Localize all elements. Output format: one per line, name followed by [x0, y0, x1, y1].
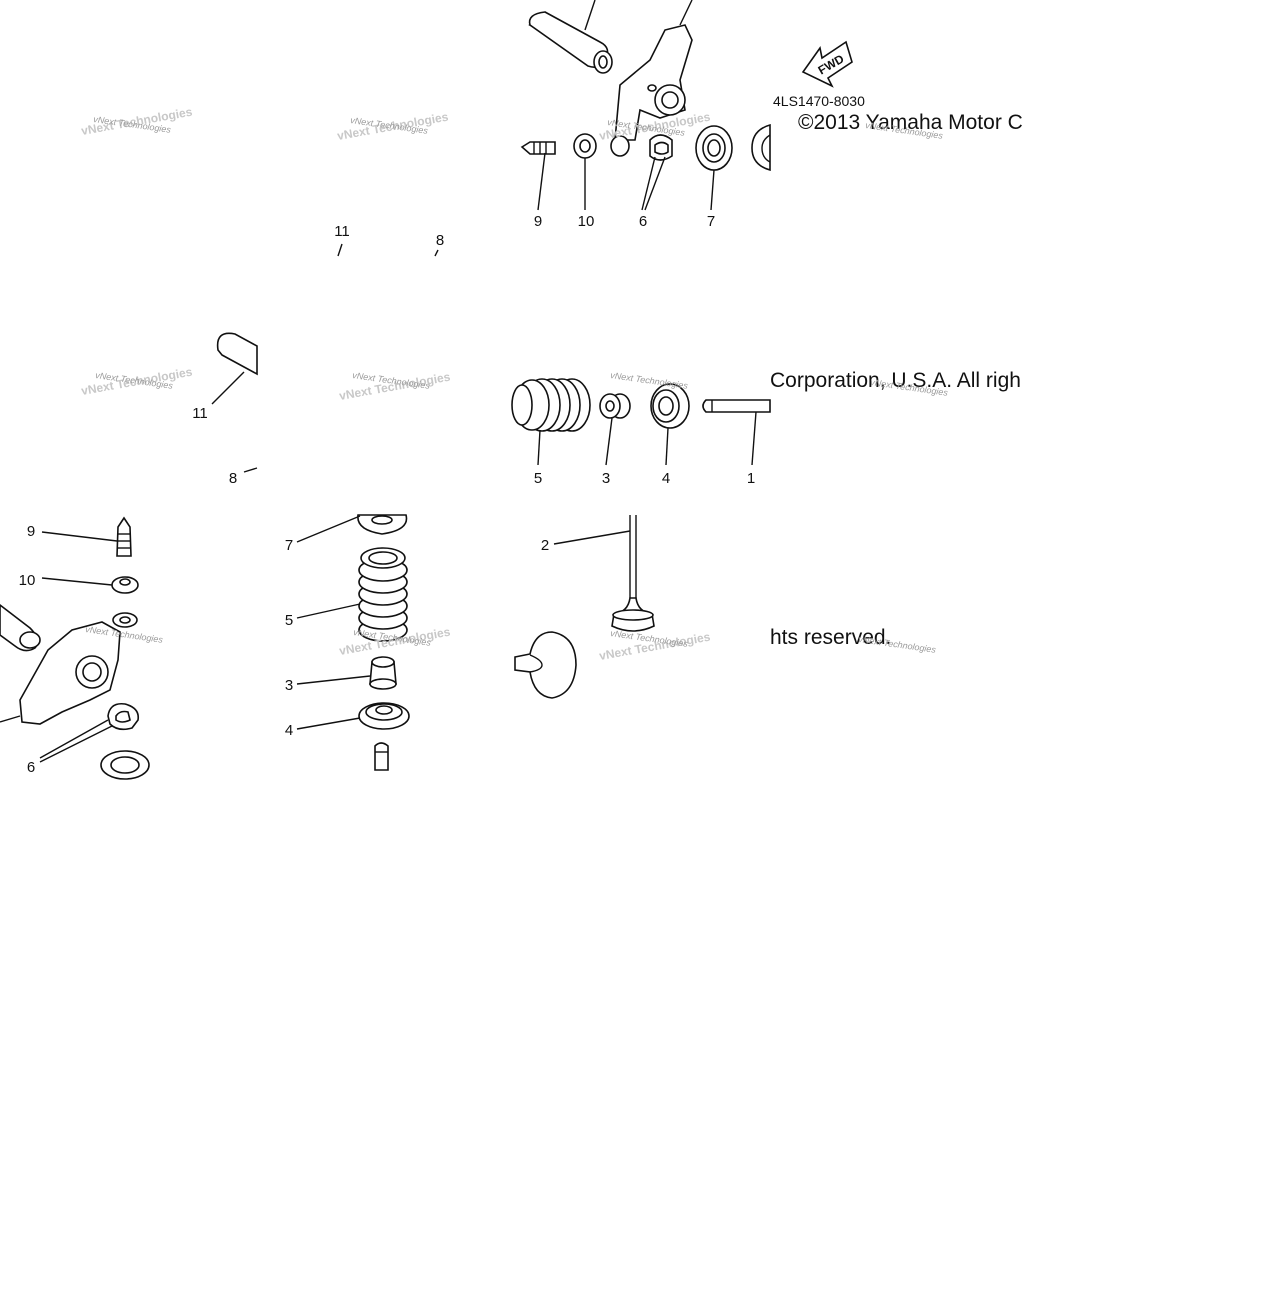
callout-label: 11	[192, 405, 208, 422]
watermark-text: vNext Technologies	[610, 370, 689, 391]
valve-retainer-part	[100, 750, 150, 780]
valve-cotter-part	[649, 134, 673, 161]
callout-label: 11	[334, 223, 350, 240]
tile-top-right: 9 10 6 7	[520, 0, 771, 230]
rocker-arm-part	[614, 0, 693, 141]
copyright-clip-2: Corporation, U.S.A. All righ	[770, 369, 1021, 392]
callout-label: 7	[707, 213, 715, 230]
valve-retainer-part	[357, 514, 408, 535]
rocker-shaft-part	[216, 332, 258, 376]
adjuster-screw-part	[116, 516, 132, 557]
tile-bottom-mid: 7 5 3 4	[285, 514, 410, 771]
spring-seat-part	[650, 383, 690, 429]
valve-stem-seal-part	[369, 656, 397, 690]
adjuster-screw-part	[520, 141, 556, 155]
tile-mid-left: 11 8	[192, 332, 258, 487]
rocker-arm-part	[19, 612, 138, 725]
callout-label: 1	[747, 470, 755, 487]
callout-label: 10	[19, 572, 36, 589]
callout-label: 9	[27, 523, 35, 540]
callout-label: 3	[285, 677, 293, 694]
callout-label: 10	[578, 213, 595, 230]
copyright-text: Corporation, U.S.A. All righ	[770, 369, 1021, 392]
callout-label: 8	[229, 470, 237, 487]
callout-label: 4	[662, 470, 670, 487]
callout-label: 2	[541, 537, 549, 554]
callout-label: 7	[285, 537, 293, 554]
valve-spring-part	[358, 547, 408, 642]
diagram-code: 4LS1470-8030	[773, 93, 865, 109]
valve-head-part	[514, 631, 577, 699]
valve-cotter-part	[107, 702, 140, 731]
tile-mid-right: 5 3 4 1	[511, 378, 771, 487]
copyright-text: hts reserved.	[770, 626, 891, 649]
callout-label: 5	[534, 470, 542, 487]
watermark-text: vNext Technologies	[858, 634, 937, 655]
callout-label: 4	[285, 722, 293, 739]
valve-retainer-part	[695, 125, 733, 171]
rocker-shaft-part	[528, 0, 613, 74]
callout-label: 3	[602, 470, 610, 487]
tile-top-mid: 11 8	[334, 223, 444, 257]
callout-label: 6	[639, 213, 647, 230]
copyright-text: ©2013 Yamaha Motor C	[798, 111, 1023, 134]
valve-stem-part	[374, 742, 389, 771]
valve-stem-seal-part	[599, 393, 631, 419]
valve-spring-part	[511, 378, 591, 432]
callout-label: 5	[285, 612, 293, 629]
callout-label: 6	[27, 759, 35, 776]
rocker-shaft-part	[0, 603, 41, 652]
valve-part	[702, 399, 771, 413]
spring-seat-part	[358, 702, 410, 730]
washer-part	[610, 135, 630, 157]
locknut-part	[111, 576, 139, 594]
tile-bottom-left: 9 10 6	[0, 516, 150, 780]
callout-label: 8	[436, 232, 444, 249]
locknut-part	[573, 133, 597, 159]
valve-spring-edge	[751, 123, 771, 172]
copyright-clip-3: hts reserved.	[770, 626, 891, 649]
fwd-arrow-icon: FWD	[801, 40, 853, 88]
copyright-clip-1: ©2013 Yamaha Motor C	[798, 111, 1023, 134]
valve-part	[611, 515, 655, 632]
callout-label: 9	[534, 213, 542, 230]
tile-bottom-right: 2	[514, 515, 655, 699]
